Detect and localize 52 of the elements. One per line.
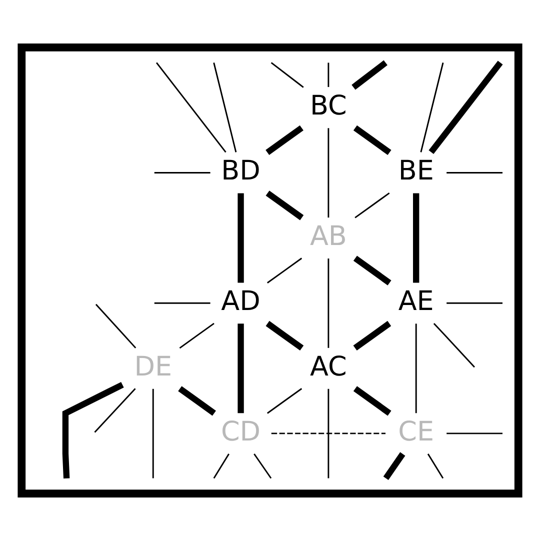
node-text: AD [221,286,260,317]
connector [328,128,330,218]
connector [353,320,392,350]
connector [266,320,304,350]
connector [270,62,304,88]
node-text: BC [310,90,347,122]
connector [446,302,502,304]
node-text: BE [398,155,434,186]
connector [383,452,406,480]
connector [238,323,244,413]
connector [353,386,392,416]
connector [271,432,386,434]
node-text: AC [310,350,347,382]
connector [328,258,330,348]
connector [353,124,392,154]
connector [446,172,502,173]
connector [94,388,136,432]
node-text: AB [310,220,347,252]
connector [420,62,444,152]
connector [415,323,417,413]
connector [328,388,330,478]
connector [62,381,124,478]
connector [266,124,304,154]
connector [433,322,475,368]
connector [154,172,210,173]
node-text: CD [220,416,261,447]
node-text: AE [398,286,434,317]
connector [428,60,503,154]
connector [266,190,304,220]
connector [446,432,502,434]
connector [413,192,420,282]
connector [238,192,244,282]
connector [266,257,302,283]
connector [154,302,210,304]
connector [156,62,226,152]
connector [179,322,214,348]
node-text: BD [221,155,260,186]
connector [95,303,136,348]
node-text: DE [134,350,172,382]
connector [213,62,237,152]
connector [353,255,392,285]
connector [254,453,272,478]
connector [328,62,330,87]
connector [354,192,390,218]
connector [266,388,302,414]
connector [427,453,444,478]
node-text: CE [398,416,434,447]
cluster [18,43,522,497]
connector [178,386,216,416]
connector [152,388,154,478]
connector [352,60,388,90]
connector [213,453,230,478]
